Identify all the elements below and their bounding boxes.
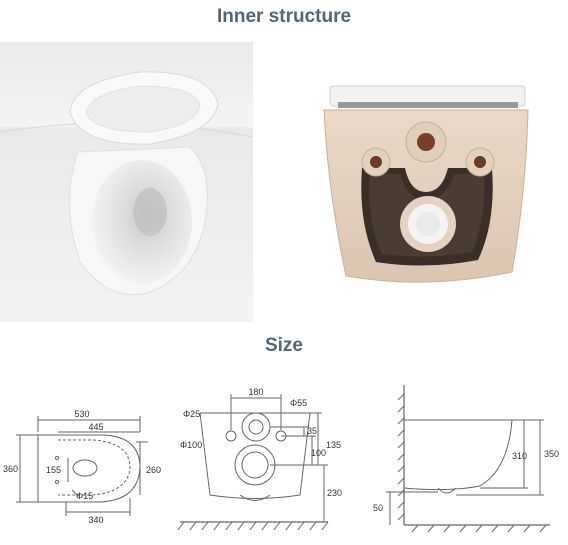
dim-135: 135 <box>326 440 341 450</box>
dim-hole-15: Φ15 <box>76 491 93 501</box>
dim-outlet-100: Φ100 <box>180 440 202 450</box>
dim-310: 310 <box>512 451 527 461</box>
dim-445: 445 <box>88 422 103 432</box>
dim-260: 260 <box>146 465 161 475</box>
top-view-drawing <box>16 416 148 516</box>
dim-360: 360 <box>3 464 18 474</box>
toilet-underside-photo <box>323 85 529 283</box>
dim-350: 350 <box>544 449 559 459</box>
heading-inner-structure: Inner structure <box>216 6 352 27</box>
back-view-drawing <box>180 394 328 523</box>
dim-180: 180 <box>248 387 263 397</box>
dim-35: 35 <box>307 426 317 436</box>
dim-100: 100 <box>311 448 326 458</box>
toilet-top-photo <box>0 42 253 322</box>
dim-340: 340 <box>88 515 103 525</box>
dim-230: 230 <box>327 488 342 498</box>
dim-155: 155 <box>46 465 61 475</box>
size-drawings: 530 445 360 260 155 Φ15 340 180 Φ55 Φ25 … <box>3 385 559 533</box>
heading-size: Size <box>264 335 304 356</box>
dim-50: 50 <box>373 503 383 513</box>
dim-hole-55: Φ55 <box>290 398 307 408</box>
dim-hole-25: Φ25 <box>183 409 200 419</box>
side-view-drawing <box>386 385 550 526</box>
dim-530: 530 <box>74 409 89 419</box>
